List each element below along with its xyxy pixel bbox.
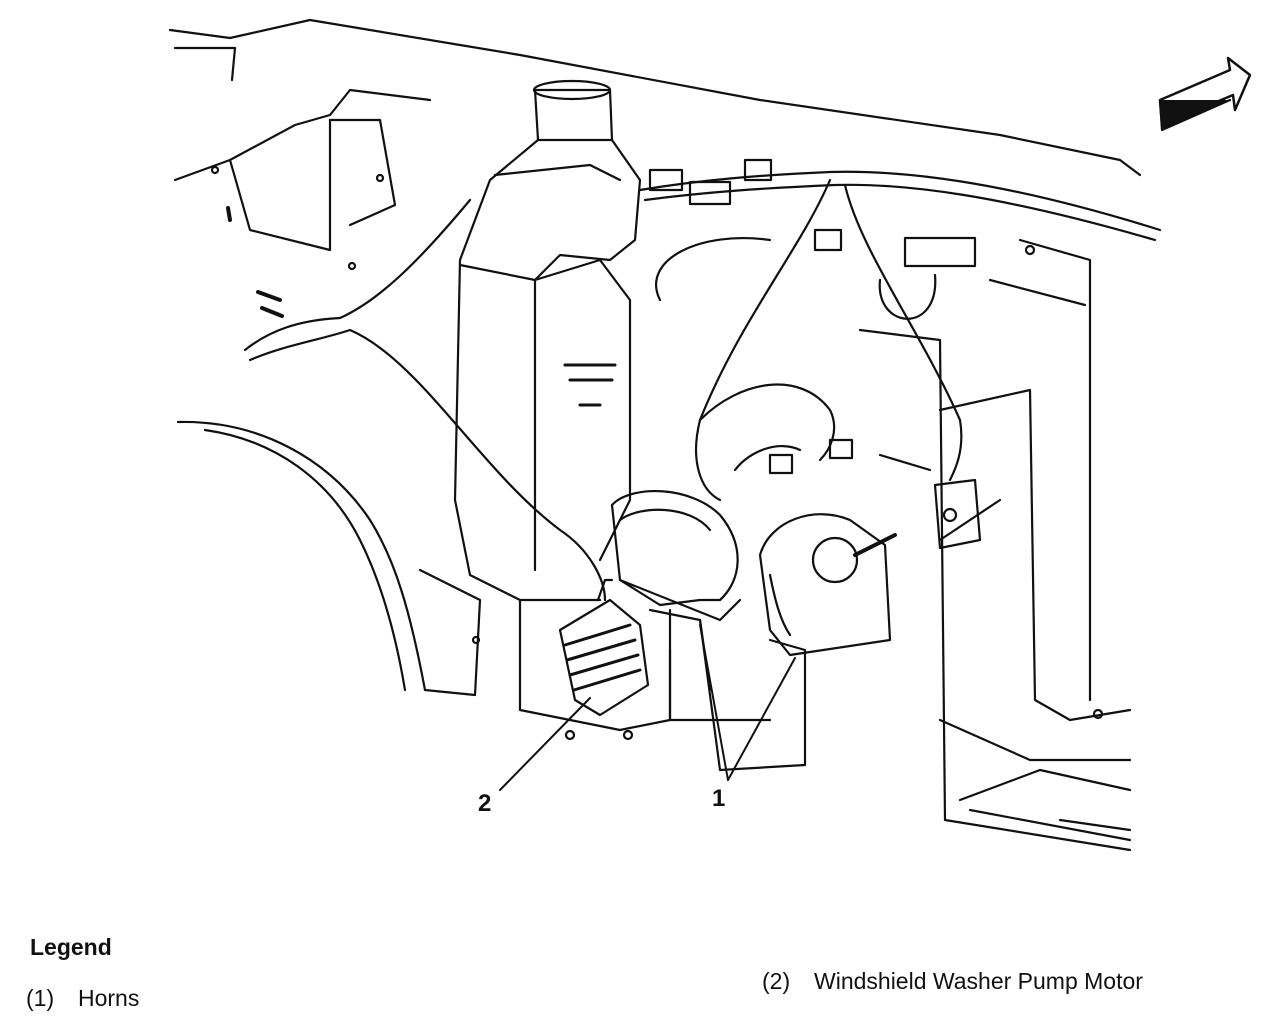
callout-leaders [499,624,796,791]
harness-connectors [648,158,977,475]
legend-item-washer-pump-motor: (2) Windshield Washer Pump Motor [762,968,1143,995]
radiator-support [858,238,1132,852]
legend-item-number: (1) [26,985,55,1011]
legend-title: Legend [30,934,112,960]
horn-mounting-bracket [878,453,1002,550]
washer-reservoir [453,79,672,732]
legend-item-number: (2) [762,968,791,994]
wheel-arch [176,420,482,697]
horn-and-washer-pump-diagram [168,18,1252,852]
wiring-harness [243,170,1162,602]
legend-item-label: Horns [78,985,140,1011]
horn-right [758,513,897,657]
legend-item-label: Windshield Washer Pump Motor [814,968,1143,994]
legend-item-horns: (1) Horns [26,985,139,1012]
callout-2-label: 2 [478,790,492,817]
washer-pump-motor [558,578,650,717]
callout-1-label: 1 [712,785,726,812]
fender-outline [168,18,1142,271]
horn-left [610,490,742,622]
front-direction-arrow-icon [1158,56,1252,132]
